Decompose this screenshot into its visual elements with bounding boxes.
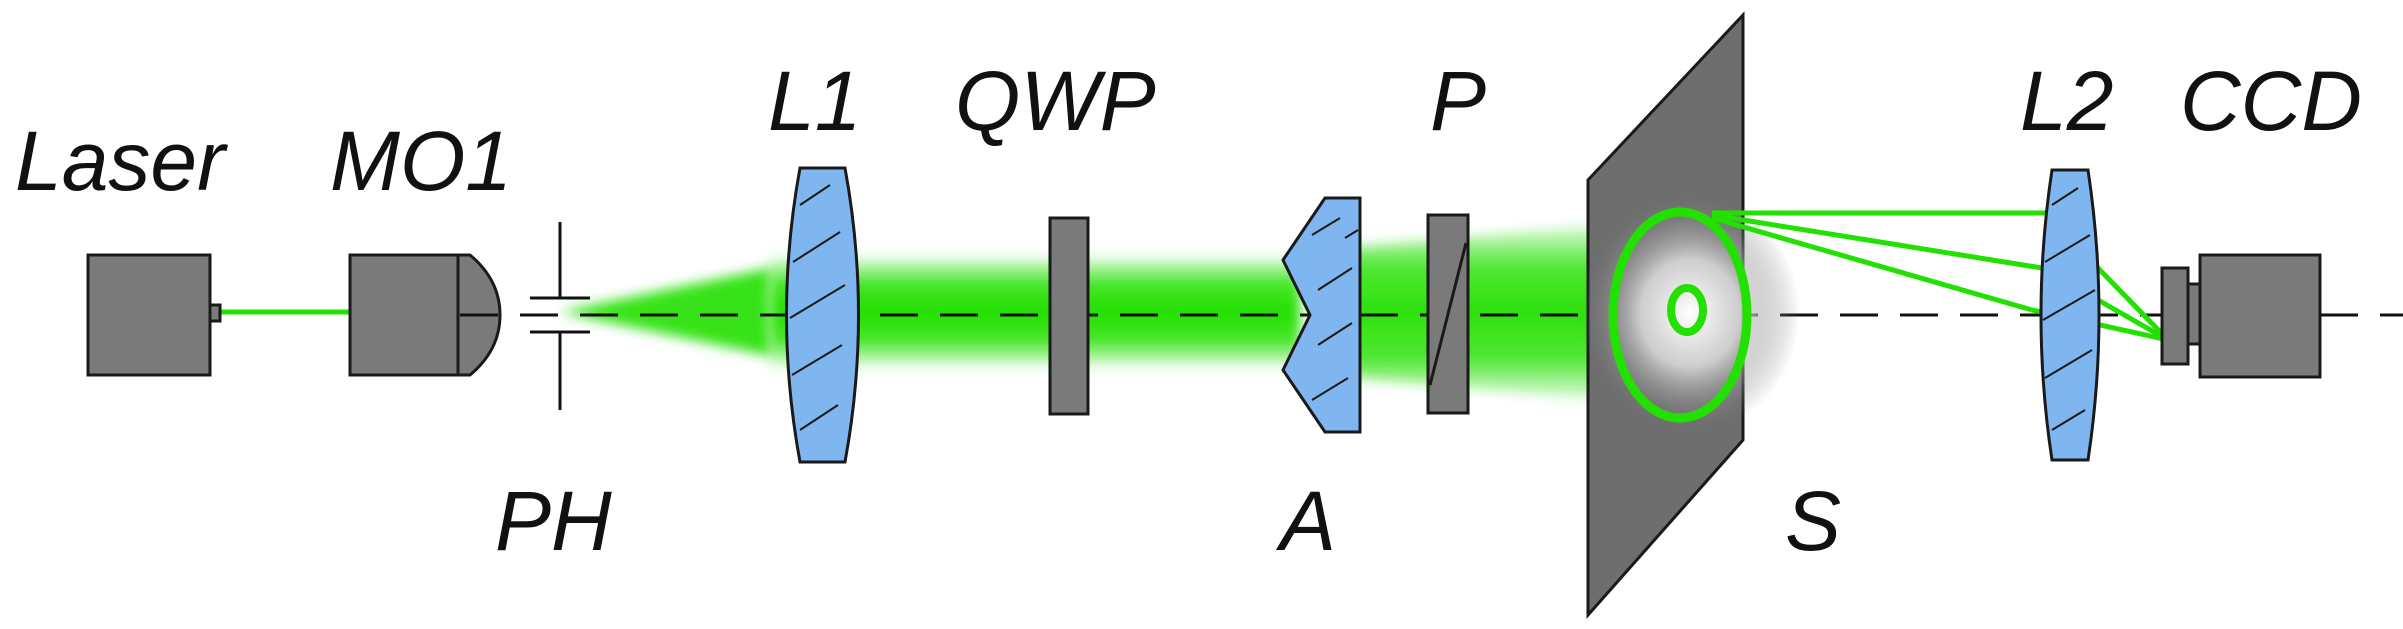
quarter-wave-plate-qwp — [1048, 216, 1090, 416]
lens-l1 — [785, 166, 860, 464]
laser — [86, 253, 222, 377]
lens-l2 — [2039, 168, 2101, 462]
polarizer-p — [1426, 213, 1470, 415]
label-mo1: MO1 — [330, 114, 512, 208]
label-ccd: CCD — [2180, 54, 2362, 148]
label-qwp: QWP — [955, 54, 1156, 148]
label-screen: S — [1785, 474, 1841, 568]
expanding-beam — [560, 268, 770, 356]
ccd-camera — [2160, 253, 2322, 379]
axicon-a — [1281, 196, 1362, 434]
label-l1: L1 — [768, 54, 861, 148]
bessel-ring-inner — [1667, 284, 1707, 336]
label-ph: PH — [495, 474, 612, 568]
label-axicon: A — [1275, 474, 1336, 568]
screen-s — [1580, 11, 1800, 619]
bessel-ring-outer — [1608, 207, 1752, 423]
pinhole-ph — [530, 222, 590, 410]
label-laser: Laser — [15, 114, 228, 208]
label-l2: L2 — [2020, 54, 2113, 148]
label-polarizer: P — [1430, 54, 1486, 148]
